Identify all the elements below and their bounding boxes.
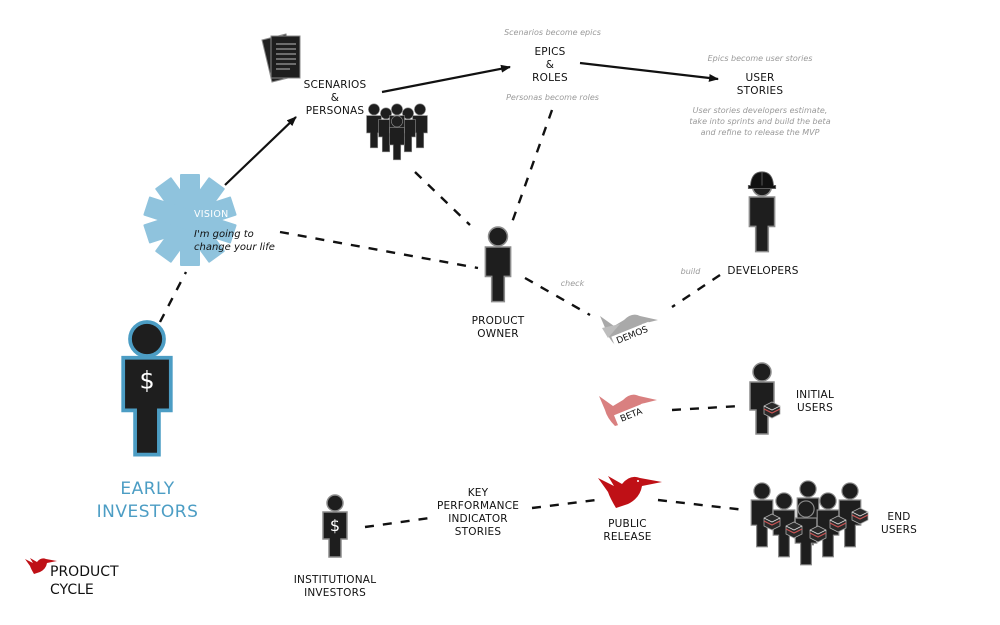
investor-person-icon: $: [121, 320, 173, 457]
epics-note-above: Scenarios become epics: [504, 28, 601, 37]
institutional-investors-label: INSTITUTIONAL INVESTORS: [293, 574, 377, 599]
vision-subtitle: I'm going to change your life: [194, 229, 275, 253]
edge-beta-initialusers: [671, 404, 741, 412]
early-investors-label: EARLY INVESTORS: [96, 479, 199, 522]
initial-users-label: INITIAL USERS: [796, 389, 834, 414]
userstories-note-above: Epics become user stories: [707, 54, 813, 63]
kpi-label: KEY PERFORMANCE INDICATOR STORIES: [436, 487, 520, 538]
edge-release-endusers: [657, 498, 746, 512]
dollar-symbol: $: [330, 516, 340, 535]
developers-label: DEVELOPERS: [727, 265, 799, 277]
end-users-label: END USERS: [881, 511, 917, 536]
hummingbird-icon: [598, 476, 662, 508]
scenarios-label: SCENARIOS & PERSONAS: [303, 79, 367, 117]
demos-bird-icon: DEMOS: [600, 314, 658, 348]
documents-icon: [261, 33, 301, 83]
legend-title: PRODUCT CYCLE: [50, 563, 119, 599]
edge-kpi-release: [531, 498, 597, 510]
institutional-investor-icon: $: [322, 494, 348, 558]
edge-scenarios-epics: [381, 64, 511, 94]
edge-epics-userstories: [579, 61, 719, 82]
edge-earlyinvestors-vision: [158, 271, 188, 323]
edge-vision-scenarios: [224, 116, 297, 186]
check-label: check: [560, 279, 585, 288]
person-icon: [484, 226, 512, 303]
edge-institutional-kpi: [364, 516, 431, 529]
edge-vision-productowner: [279, 230, 479, 270]
group-icon: [366, 103, 428, 161]
edge-scenarios-productowner: [414, 171, 471, 226]
legend-title-line2: CYCLE: [50, 582, 94, 598]
legend-title-line1: PRODUCT: [50, 564, 119, 580]
legend-hummingbird-icon: [25, 558, 57, 574]
product-owner-label: PRODUCT OWNER: [471, 315, 525, 340]
build-label: build: [680, 267, 701, 276]
edges: [158, 61, 746, 529]
edge-developers-demos: [671, 274, 721, 308]
hardhat-person-icon: [747, 171, 777, 253]
epics-label: EPICS & ROLES: [532, 46, 568, 84]
epics-note-below: Personas become roles: [506, 93, 599, 102]
public-release-label: PUBLIC RELEASE: [603, 518, 652, 543]
userstories-label: USER STORIES: [736, 72, 784, 97]
crowd-with-boxes-icon: [750, 480, 869, 566]
beta-bird-icon: BETA: [599, 394, 657, 427]
userstories-note-below: User stories developers estimate, take i…: [689, 106, 831, 137]
vision-title: VISION: [194, 209, 229, 220]
dollar-symbol: $: [139, 366, 154, 394]
edge-productowner-demos: [524, 276, 591, 317]
edge-epics-productowner: [508, 109, 554, 229]
user-with-box-icon: [749, 362, 781, 435]
asterisk-icon: [143, 174, 237, 266]
